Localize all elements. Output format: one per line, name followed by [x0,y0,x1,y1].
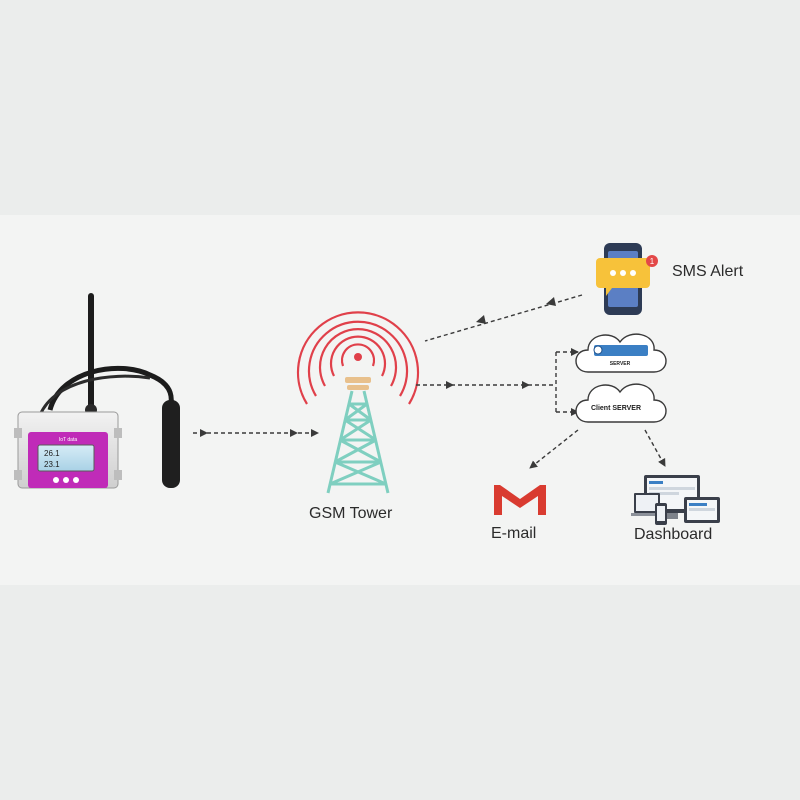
device-reading-1: 26.1 [44,449,60,458]
dashboard-label: Dashboard [634,526,713,543]
multi-device-dashboard-icon [631,475,720,525]
device-button [73,477,79,483]
arrow-head-mid [290,429,298,437]
smartphone-sms-icon: 1 [596,243,658,315]
device-button [63,477,69,483]
client-server-cloud-icon: Client SERVER [575,383,667,423]
arrow-head-mid [522,381,530,389]
arrow-to-email [529,429,579,469]
iot-data-logger-icon: IoT data 26.1 23.1 [14,293,180,489]
notification-count: 1 [650,257,655,266]
gsm-tower-icon [296,311,420,494]
device-reading-2: 23.1 [44,460,60,469]
notification-badge [646,255,658,267]
arrow-sms-to-tower [424,294,583,342]
server-logo [594,345,648,356]
client-server-label: Client SERVER [591,405,641,412]
sms-alert-label: SMS Alert [672,263,744,280]
cloud-server-icon: SERVER [575,333,667,373]
arrow-head-mid [446,381,454,389]
email-label: E-mail [491,525,537,542]
gsm-tower-label: GSM Tower [309,505,393,522]
arrow-head-mid [546,297,556,306]
device-button [53,477,59,483]
device-title: IoT data [59,437,77,443]
arrow-head-mid [476,315,486,324]
gmail-icon [494,485,546,515]
arrow-head-mid [200,429,208,437]
cloud-server-label: SERVER [610,361,631,367]
